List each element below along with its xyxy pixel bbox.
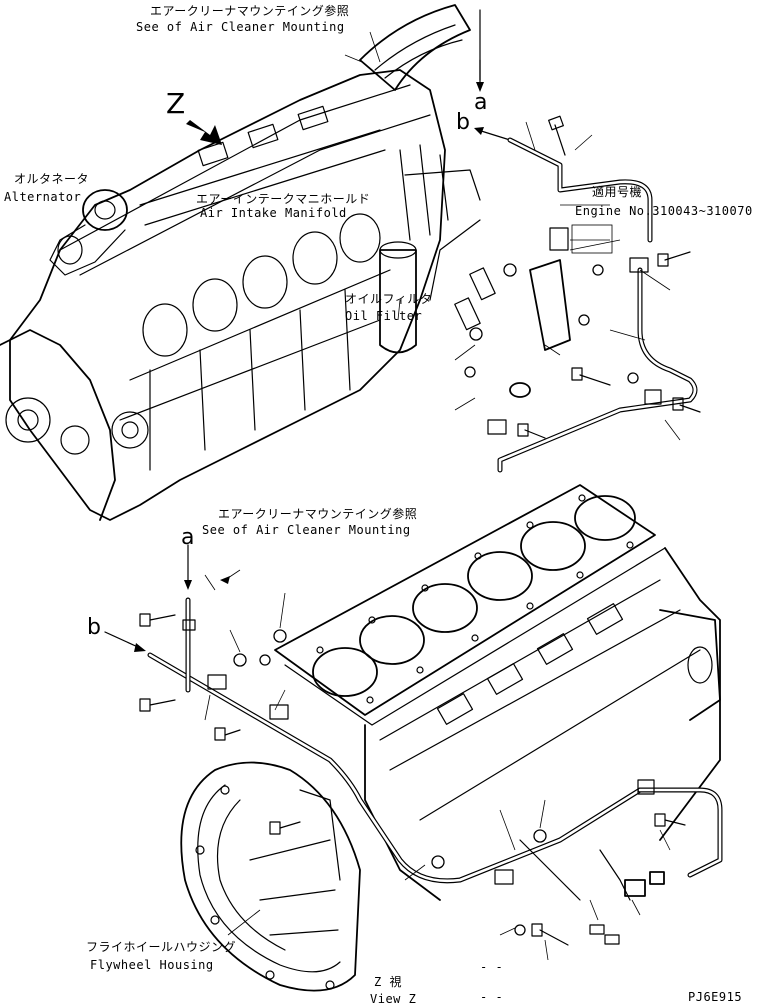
intake-jp: エアーインテークマニホールド: [196, 192, 371, 206]
air-cleaner-mid-jp: エアークリーナマウンテイング参照: [218, 507, 418, 521]
view-z-en: View Z: [370, 992, 417, 1006]
callout-a-mid: a: [181, 525, 195, 550]
serial-en: Engine No.310043~310070: [575, 204, 753, 218]
air-cleaner-mid-en: See of Air Cleaner Mounting: [202, 523, 411, 537]
oil-filter-jp: オイルフィルタ: [345, 292, 433, 306]
arrow-a-icon: [184, 544, 192, 590]
lower-engine-block: [274, 484, 721, 901]
flywheel-en: Flywheel Housing: [90, 958, 214, 972]
view-z-jp: Z 視: [374, 975, 402, 989]
arrow-b-icon: [474, 127, 511, 141]
upper-engine-block: [0, 69, 481, 521]
arrow-a-icon: [476, 59, 484, 92]
oil-filter-en: Oil Filter: [345, 309, 423, 323]
alternator-jp: オルタネータ: [14, 172, 90, 186]
arrow-b-icon: [104, 631, 146, 652]
serial-jp: 適用号機: [592, 185, 643, 199]
callout-a-top: a: [474, 90, 488, 115]
drawing-code: PJ6E915: [688, 990, 743, 1004]
alternator-en: Alternator: [4, 190, 82, 204]
flywheel-jp: フライホイールハウジング: [86, 940, 237, 954]
air-cleaner-top-en: See of Air Cleaner Mounting: [136, 20, 345, 34]
dashes-a: - -: [480, 960, 504, 974]
callout-z: Z: [166, 87, 186, 120]
clamp-icon: [629, 257, 649, 273]
arrow-z-icon: [186, 120, 222, 145]
air-cleaner-top-jp: エアークリーナマウンテイング参照: [150, 4, 350, 18]
intake-en: Air Intake Manifold: [200, 206, 347, 220]
upper-pipe-assembly: [429, 115, 701, 473]
flywheel-housing: [180, 761, 361, 992]
lower-pipe-assembly: [139, 569, 723, 961]
callout-b-mid: b: [87, 615, 101, 640]
air-cleaner-duct-top: [359, 4, 481, 91]
dashes-b: - -: [480, 990, 504, 1004]
callout-b-top: b: [456, 110, 470, 135]
